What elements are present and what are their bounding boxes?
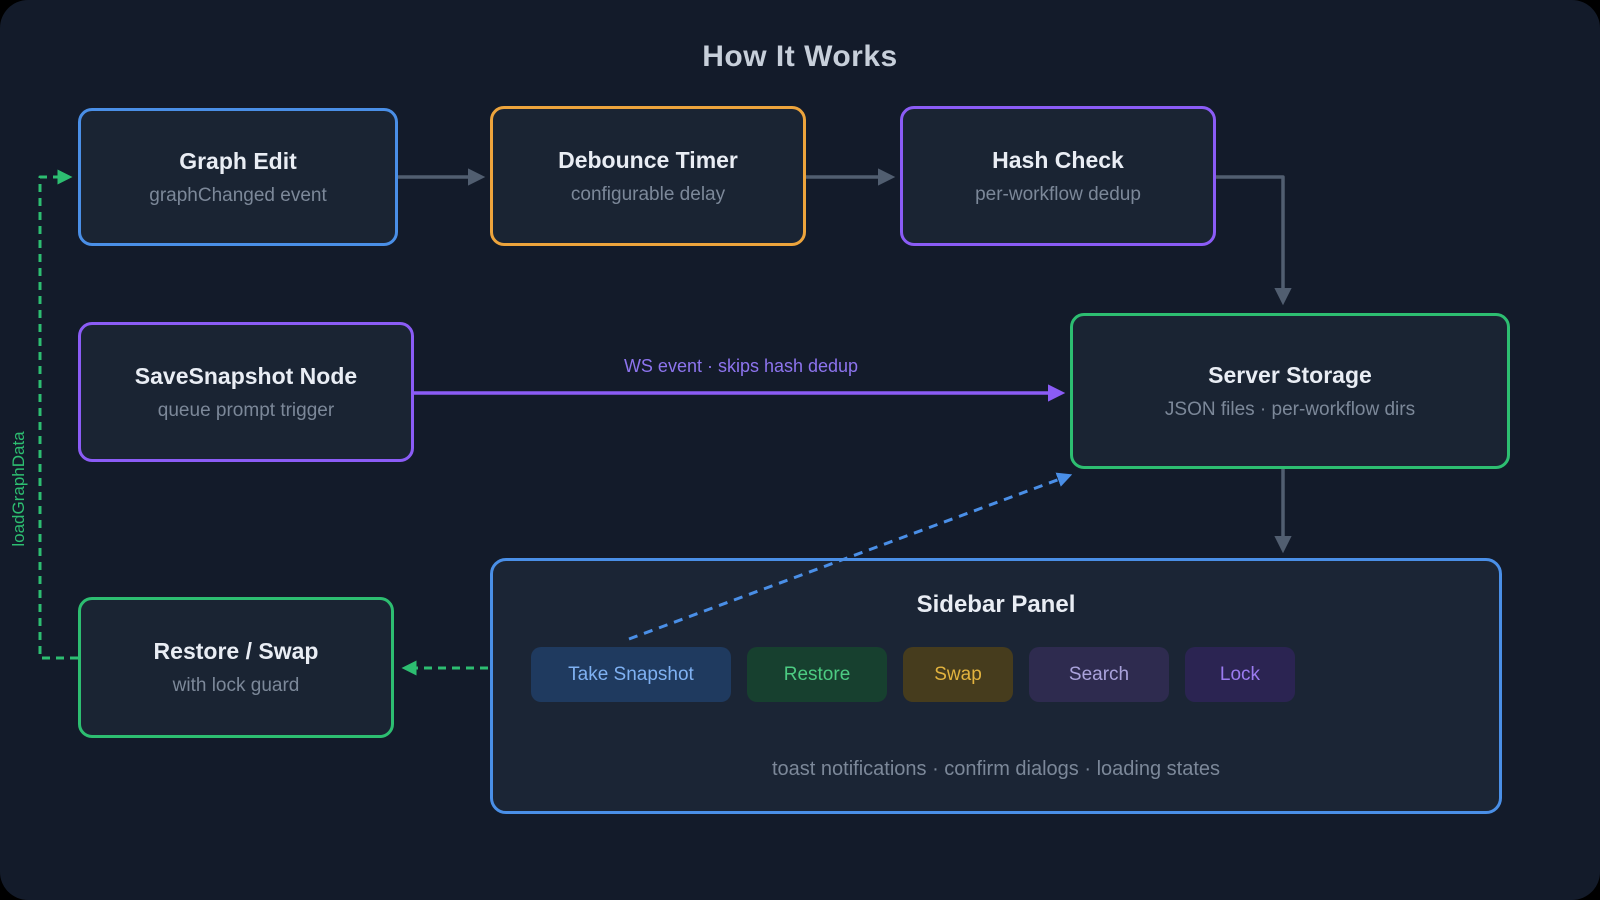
node-server-storage: Server Storage JSON files · per-workflow… [1070, 313, 1510, 469]
sidebar-panel: Sidebar Panel Take Snapshot Restore Swap… [490, 558, 1502, 814]
node-graph-edit: Graph Edit graphChanged event [78, 108, 398, 246]
node-save-snapshot-subtitle: queue prompt trigger [157, 399, 335, 421]
search-button[interactable]: Search [1029, 647, 1169, 702]
node-graph-edit-title: Graph Edit [179, 147, 297, 174]
node-graph-edit-subtitle: graphChanged event [149, 184, 327, 206]
diagram-title: How It Works [702, 40, 898, 73]
sidebar-panel-footer: toast notifications · confirm dialogs · … [772, 758, 1220, 780]
node-hash-check-subtitle: per-workflow dedup [975, 183, 1141, 205]
take-snapshot-button[interactable]: Take Snapshot [531, 647, 731, 702]
sidebar-panel-title: Sidebar Panel [916, 591, 1076, 618]
edge-restore-swap-to-graph-edit [38, 169, 78, 660]
node-restore-swap-subtitle: with lock guard [172, 675, 300, 696]
swap-button[interactable]: Swap [903, 647, 1013, 702]
lock-button[interactable]: Lock [1185, 647, 1295, 702]
node-debounce-timer-subtitle: configurable delay [570, 183, 726, 205]
node-hash-check-title: Hash Check [992, 146, 1124, 173]
ws-event-edge-label: WS event · skips hash dedup [623, 356, 859, 376]
node-save-snapshot-title: SaveSnapshot Node [134, 362, 358, 389]
node-debounce-timer: Debounce Timer configurable delay [490, 106, 806, 246]
node-hash-check: Hash Check per-workflow dedup [900, 106, 1216, 246]
load-graph-data-edge-label: loadGraphData [9, 431, 28, 547]
node-server-storage-title: Server Storage [1208, 361, 1372, 388]
restore-button[interactable]: Restore [747, 647, 887, 702]
node-restore-swap-title: Restore / Swap [153, 638, 319, 664]
edge-hash-check-to-server-storage [1216, 175, 1292, 306]
node-restore-swap: Restore / Swap with lock guard [78, 597, 394, 738]
sidebar-buttons-row: Take Snapshot Restore Swap Search Lock [531, 647, 1295, 702]
node-save-snapshot: SaveSnapshot Node queue prompt trigger [78, 322, 414, 462]
node-server-storage-subtitle: JSON files · per-workflow dirs [1164, 398, 1416, 420]
node-debounce-timer-title: Debounce Timer [558, 146, 738, 173]
